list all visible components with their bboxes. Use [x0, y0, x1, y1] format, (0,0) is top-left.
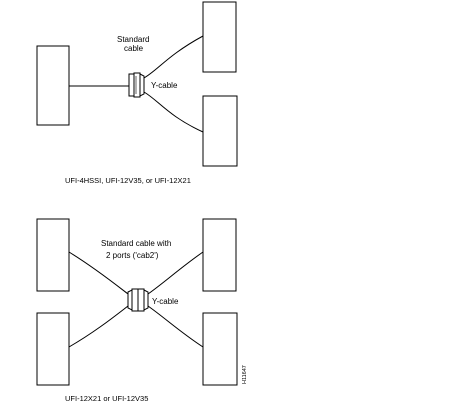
bottom-y-connector	[127, 288, 149, 312]
bottom-y-cable-label: Y-cable	[152, 297, 179, 306]
top-diagram: Standard cable Y-cable UFI-4HSSI, UFI-12…	[36, 1, 238, 185]
bottom-right-branch-lower	[147, 305, 204, 348]
top-y-cable-label: Y-cable	[151, 81, 178, 90]
top-y-branch-upper	[143, 35, 204, 79]
top-upper-right-device	[202, 1, 237, 73]
top-lower-right-device	[202, 95, 238, 167]
bottom-left-branch-upper	[68, 251, 129, 295]
bottom-left-branch-lower	[68, 305, 129, 348]
bottom-lower-left-device	[36, 312, 70, 386]
bottom-standard-cable-label-2: 2 ports ('cab2')	[106, 251, 159, 260]
bottom-right-branch-upper	[147, 251, 204, 295]
top-standard-cable-label-2: cable	[124, 44, 144, 53]
bottom-diagram: Standard cable with 2 ports ('cab2') Y-c…	[36, 218, 238, 403]
top-caption: UFI-4HSSI, UFI-12V35, or UFI-12X21	[65, 176, 191, 185]
top-y-connector	[128, 72, 145, 98]
top-y-branch-lower	[143, 91, 204, 133]
top-standard-cable-label-1: Standard	[117, 35, 149, 44]
top-left-device	[36, 45, 70, 126]
figure-id-label: H11647	[242, 365, 248, 384]
bottom-lower-right-device	[202, 312, 238, 386]
bottom-upper-right-device	[202, 218, 237, 292]
bottom-caption: UFI-12X21 or UFI-12V35	[65, 394, 148, 403]
bottom-standard-cable-label-1: Standard cable with	[101, 239, 171, 248]
bottom-upper-left-device	[36, 218, 70, 292]
